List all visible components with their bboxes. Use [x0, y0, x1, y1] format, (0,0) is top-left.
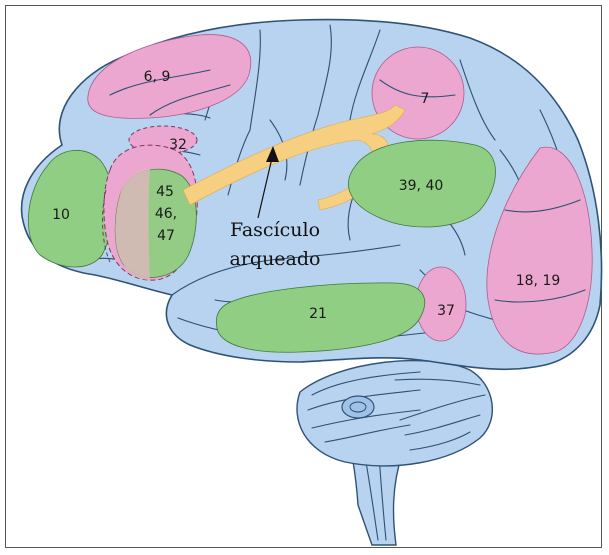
- label-area-6-9: 6, 9: [144, 69, 171, 85]
- fasciculus-label-line-2: arqueado: [230, 248, 321, 270]
- pons: [342, 396, 374, 418]
- fasciculus-label-line-1: Fascículo: [230, 219, 320, 241]
- label-area-37: 37: [437, 303, 455, 319]
- label-area-32: 32: [169, 137, 187, 153]
- label-area-45: 45: [156, 184, 174, 200]
- label-area-7: 7: [421, 91, 430, 107]
- label-area-39-40: 39, 40: [399, 178, 444, 194]
- label-area-10: 10: [52, 207, 70, 223]
- label-area-21: 21: [309, 306, 327, 322]
- label-area-18-19: 18, 19: [516, 273, 561, 289]
- label-area-46: 46,: [155, 206, 177, 222]
- label-area-47: 47: [157, 228, 175, 244]
